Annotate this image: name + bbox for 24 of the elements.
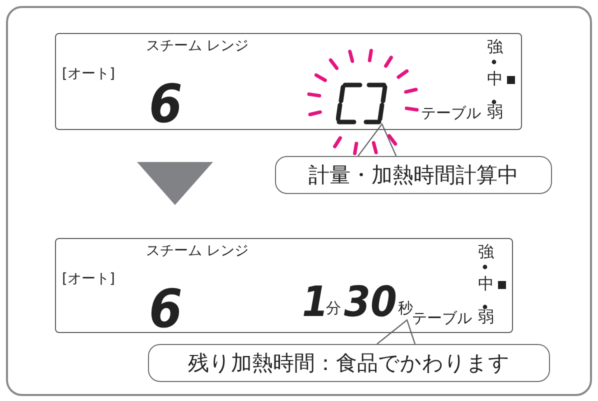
unit-label: 分 xyxy=(326,301,341,316)
level-label: 弱 xyxy=(478,309,494,325)
level-label: 強 xyxy=(478,244,494,260)
leader-line xyxy=(376,319,416,344)
callout-bubble: 計量・加熱時間計算中 xyxy=(275,156,552,194)
lcd-display xyxy=(55,238,513,333)
lcd-display xyxy=(55,33,522,130)
level-label: 中 xyxy=(487,71,503,87)
callout-bubble: 残り加熱時間：食品でかわります xyxy=(148,344,550,382)
down-arrow xyxy=(137,162,213,205)
mode-label: スチーム レンジ xyxy=(146,39,248,53)
level-label: 中 xyxy=(478,276,494,292)
mode-label: スチーム レンジ xyxy=(146,244,248,258)
mode-label: [オート] xyxy=(62,67,115,81)
table-label: テーブル xyxy=(421,106,481,121)
leader-line xyxy=(358,122,397,156)
digit-readout: 6 xyxy=(149,283,182,336)
mode-label: [オート] xyxy=(62,272,115,286)
level-label: 弱 xyxy=(487,104,503,120)
digit-readout: 30 xyxy=(344,281,397,323)
table-label: テーブル xyxy=(412,311,472,326)
unit-label: 秒 xyxy=(398,301,413,316)
level-label: 強 xyxy=(487,39,503,55)
digit-readout: 6 xyxy=(149,78,182,131)
